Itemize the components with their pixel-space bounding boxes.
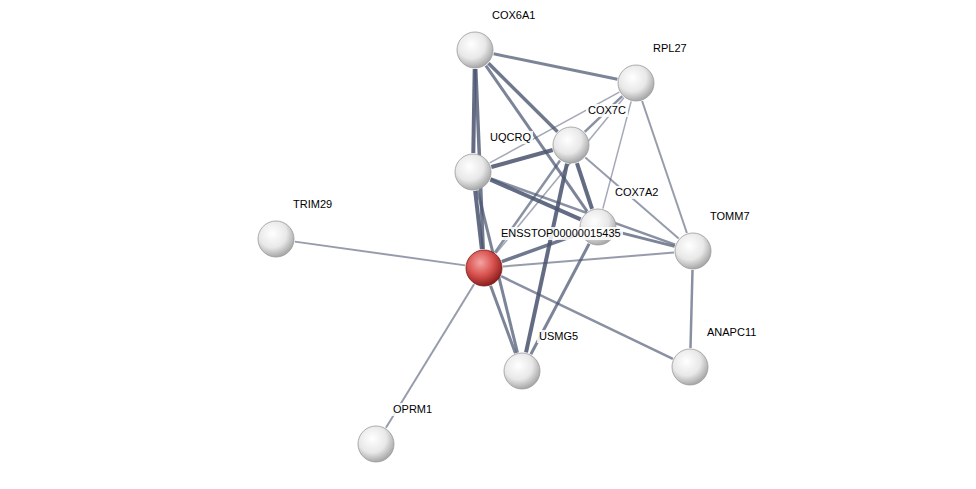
- node-label: RPL27: [651, 42, 689, 55]
- interaction-edge: [690, 270, 692, 348]
- interaction-edge: [491, 178, 675, 244]
- protein-node: ANAPC11: [671, 348, 709, 386]
- interaction-edge: [473, 69, 474, 153]
- protein-node: COX6A1: [456, 31, 494, 69]
- node-label: TOMM7: [708, 210, 752, 223]
- interaction-edge: [616, 232, 674, 247]
- node-label: COX7C: [586, 104, 628, 117]
- interaction-edge: [501, 276, 673, 359]
- interaction-edge: [494, 54, 618, 79]
- protein-sphere: [674, 232, 712, 270]
- node-label: UQCRQ: [488, 131, 533, 144]
- interaction-edge: [577, 163, 592, 209]
- protein-sphere: [465, 249, 503, 287]
- protein-node: ENSSTOP00000015435: [465, 249, 503, 287]
- protein-sphere: [257, 220, 295, 258]
- protein-sphere: [552, 126, 590, 164]
- interaction-edge: [503, 253, 674, 267]
- node-label: TRIM29: [291, 198, 334, 211]
- protein-sphere: [671, 348, 709, 386]
- interaction-edge: [295, 242, 465, 266]
- protein-node: OPRM1: [357, 425, 395, 463]
- protein-node: TRIM29: [257, 220, 295, 258]
- interaction-edge: [491, 150, 552, 167]
- node-label: ENSSTOP00000015435: [499, 227, 623, 240]
- interaction-edge: [490, 180, 580, 220]
- protein-node: RPL27: [617, 64, 655, 102]
- node-label: OPRM1: [391, 403, 434, 416]
- protein-sphere: [503, 352, 541, 390]
- protein-node: USMG5: [503, 352, 541, 390]
- protein-node: COX7C: [552, 126, 590, 164]
- node-label: COX7A2: [613, 186, 660, 199]
- protein-node: UQCRQ: [454, 153, 492, 191]
- interaction-edge: [386, 284, 474, 428]
- protein-node: TOMM7: [674, 232, 712, 270]
- node-label: ANAPC11: [705, 326, 758, 339]
- interaction-edge: [491, 286, 516, 353]
- protein-sphere: [357, 425, 395, 463]
- node-label: USMG5: [537, 330, 580, 343]
- node-label: COX6A1: [490, 9, 537, 22]
- protein-sphere: [617, 64, 655, 102]
- protein-sphere: [456, 31, 494, 69]
- protein-sphere: [454, 153, 492, 191]
